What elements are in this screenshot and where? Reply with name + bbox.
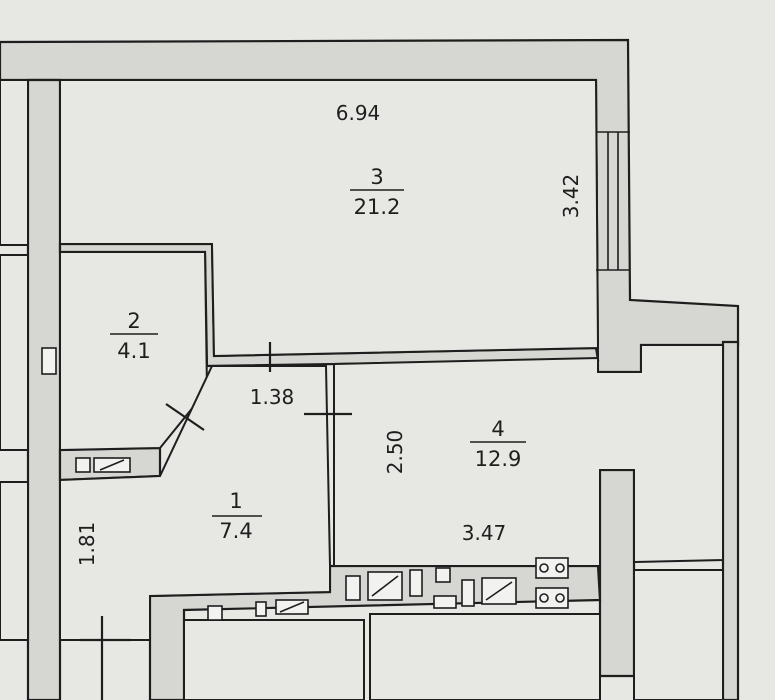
bottom-room-corner bbox=[633, 569, 724, 700]
bottom-room-right bbox=[369, 613, 601, 700]
door-marks bbox=[80, 342, 352, 700]
right-outer-wall bbox=[721, 340, 740, 700]
door-tick-room2 bbox=[165, 403, 205, 431]
room-3-label: 3 21.2 bbox=[350, 165, 404, 219]
room-1-area: 7.4 bbox=[219, 519, 252, 543]
room-2 bbox=[59, 251, 209, 452]
room-3-area: 21.2 bbox=[354, 195, 401, 219]
left-wall bbox=[26, 78, 62, 700]
left-room-middle bbox=[0, 254, 29, 451]
dim-room3-height: 3.42 bbox=[559, 174, 583, 219]
room-2-area: 4.1 bbox=[117, 339, 150, 363]
room-4-label: 4 12.9 bbox=[470, 417, 526, 471]
window-room3 bbox=[596, 131, 630, 271]
room-2-number: 2 bbox=[127, 309, 140, 333]
room-4-area: 12.9 bbox=[475, 447, 522, 471]
dim-room4-width: 3.47 bbox=[462, 521, 507, 545]
dim-room3-width: 6.94 bbox=[336, 101, 381, 125]
room-1-label: 1 7.4 bbox=[212, 489, 262, 543]
room-1-number: 1 bbox=[229, 489, 242, 513]
room-3 bbox=[59, 79, 600, 358]
left-room-upper bbox=[0, 79, 29, 246]
left-room-lower bbox=[0, 481, 29, 641]
socket-mark bbox=[75, 457, 91, 473]
wall-niche bbox=[41, 347, 57, 375]
room-2-label: 2 4.1 bbox=[110, 309, 158, 363]
fixtures bbox=[41, 347, 569, 621]
bottom-room-left bbox=[183, 619, 365, 700]
room-3-number: 3 bbox=[370, 165, 383, 189]
room-4-number: 4 bbox=[491, 417, 504, 441]
room-4 bbox=[333, 344, 724, 567]
dim-hall-width: 1.38 bbox=[250, 385, 295, 409]
stove-top bbox=[535, 557, 569, 579]
dim-corridor-height: 1.81 bbox=[75, 522, 99, 567]
inner-right-wall bbox=[598, 468, 636, 678]
dim-room4-height: 2.50 bbox=[383, 430, 407, 475]
stove-bottom bbox=[535, 587, 569, 609]
